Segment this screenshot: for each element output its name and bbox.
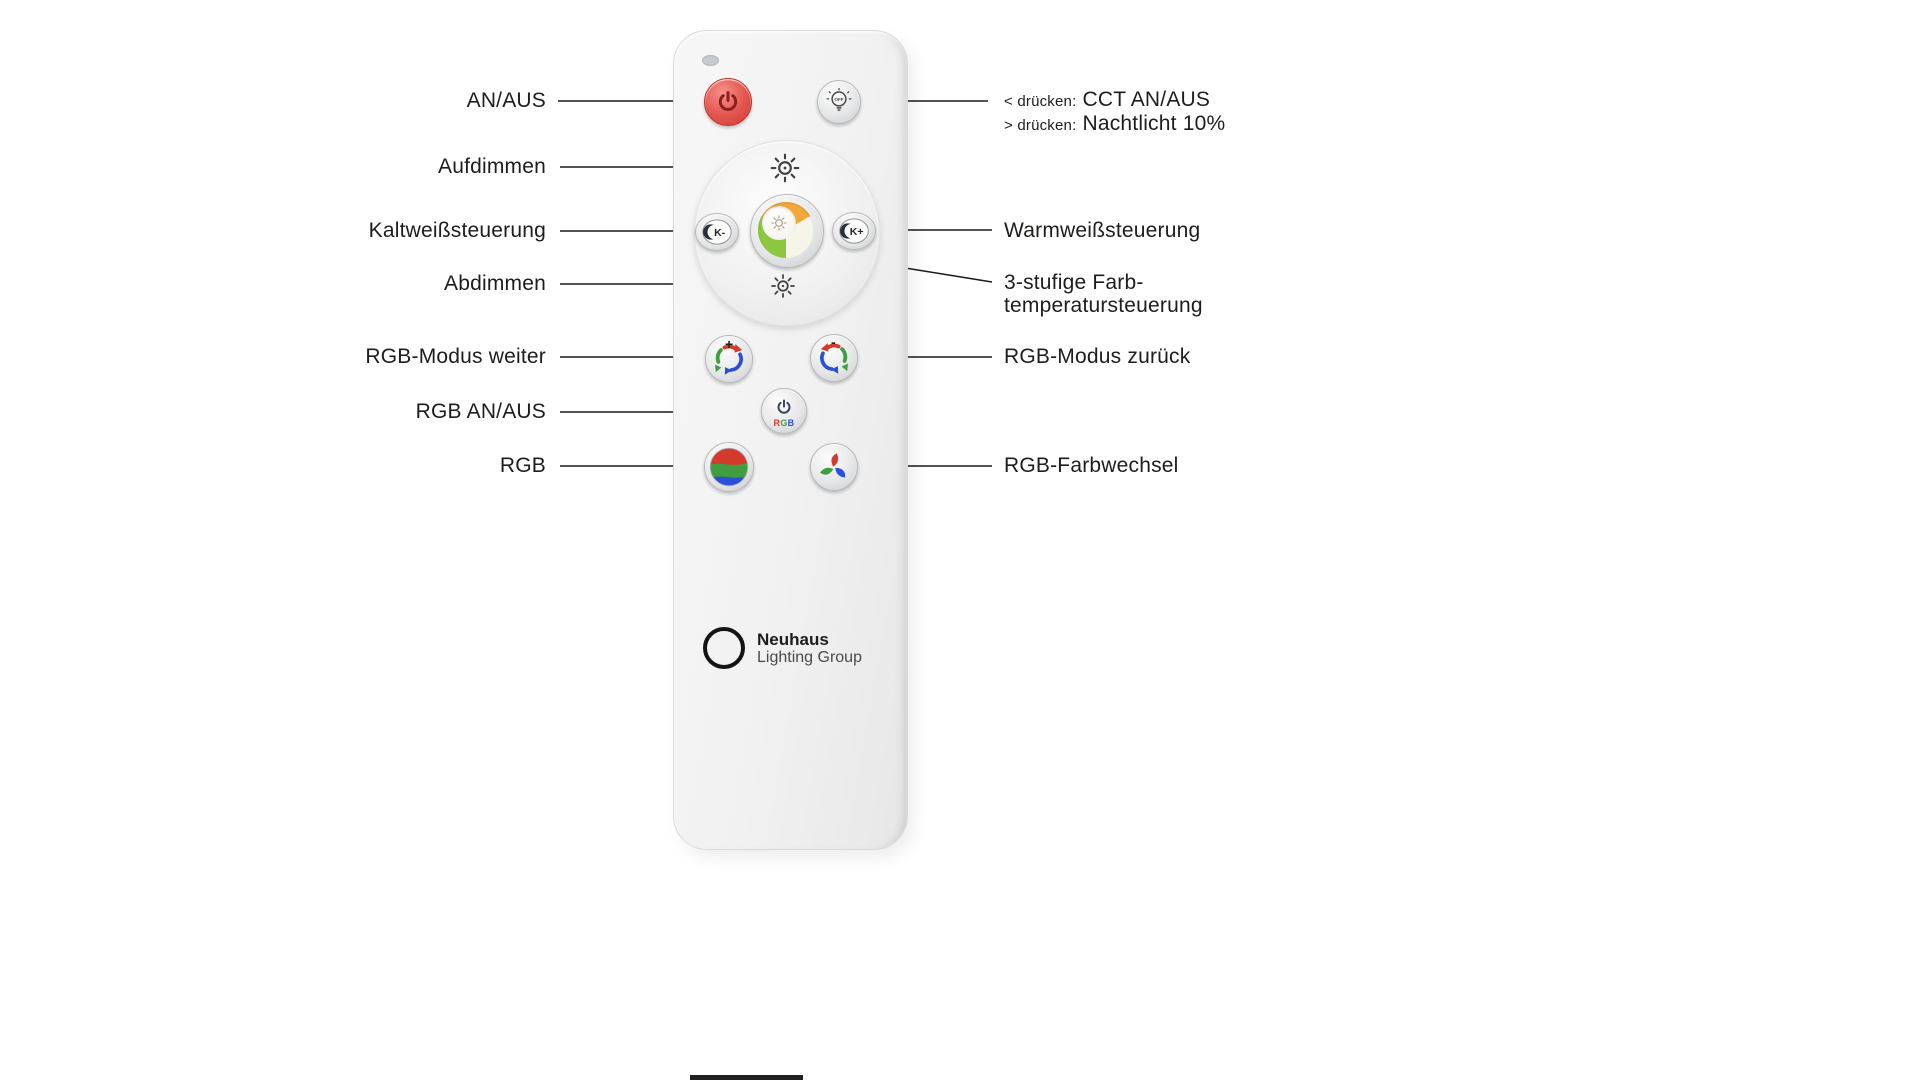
label-aufdimmen: Aufdimmen [437,155,546,178]
sun-dial-icon [771,215,787,231]
label-cct-line2-prefix: > drücken: [1004,117,1077,134]
rgb-color-button[interactable] [704,442,754,492]
rgb-letter-b: B [787,417,795,428]
rgb-power-icon [777,399,791,414]
moon-k-plus-icon: K+ [839,218,869,244]
label-farbtemp-line1: 3-stufige Farb- [1004,271,1144,294]
k-minus-text: K- [714,227,726,239]
k-plus-text: K+ [850,226,864,238]
bulb-icon: OFF [826,87,852,111]
brand-name: Neuhaus [757,630,829,649]
label-warmweiss: Warmweißsteuerung [1004,219,1201,242]
label-abdimmen: Abdimmen [444,272,546,295]
minus-sign: - [831,334,836,350]
label-an-aus: AN/AUS [466,89,546,112]
warm-white-button[interactable]: K+ [832,212,876,250]
rgb-cycle-forward-icon [714,344,743,375]
brand-subtitle: Lighting Group [757,649,862,666]
label-cct-line1: < drücken: CCT AN/AUS [1004,88,1210,114]
cct-nightlight-button[interactable]: OFF [817,80,861,124]
rgb-color-change-button[interactable] [810,443,858,491]
rgb-mode-prev-button[interactable]: - [810,334,858,382]
rgb-letter-r: R [773,417,781,428]
label-rgb-modus-weiter: RGB-Modus weiter [365,345,546,368]
label-farbtemp-line2: temperatursteuerung [1004,294,1203,317]
label-rgb-an-aus: RGB AN/AUS [415,400,546,423]
rgb-letter-g: G [780,417,788,428]
power-icon [718,91,738,111]
sun-dim-icon [771,274,795,298]
rgb-power-button[interactable]: RGB [761,388,807,434]
dim-up-button[interactable] [768,151,802,185]
cct-off-text: OFF [834,97,843,102]
label-rgb-farbwechsel: RGB-Farbwechsel [1004,454,1179,477]
rgb-stripes-icon [709,447,749,487]
label-rgb-modus-zurueck: RGB-Modus zurück [1004,345,1191,368]
rgb-mode-next-button[interactable]: + [705,335,753,383]
dim-down-button[interactable] [769,272,797,300]
rgb-cycle-backward-icon [820,343,849,374]
power-button[interactable] [704,78,752,126]
label-cct-line2-text: Nachtlicht 10% [1082,112,1226,135]
moon-k-minus-icon: K- [702,219,732,245]
ir-led-indicator [702,55,719,66]
bottom-bar [690,1075,803,1080]
cold-white-button[interactable]: K- [695,213,739,251]
rgb-letters: RGB [773,417,795,428]
brand-logo-icon [703,627,745,669]
color-temperature-button[interactable] [750,194,824,268]
label-rgb: RGB [499,454,546,477]
label-cct-line2: > drücken: Nachtlicht 10% [1004,112,1225,138]
sun-bright-icon [770,153,800,183]
plus-sign: + [725,336,734,352]
label-kaltweiss: Kaltweißsteuerung [368,219,546,242]
label-cct-line1-prefix: < drücken: [1004,93,1077,110]
color-pinwheel-icon [820,453,846,478]
color-temperature-center [762,206,796,240]
label-cct-line1-text: CCT AN/AUS [1082,88,1211,111]
